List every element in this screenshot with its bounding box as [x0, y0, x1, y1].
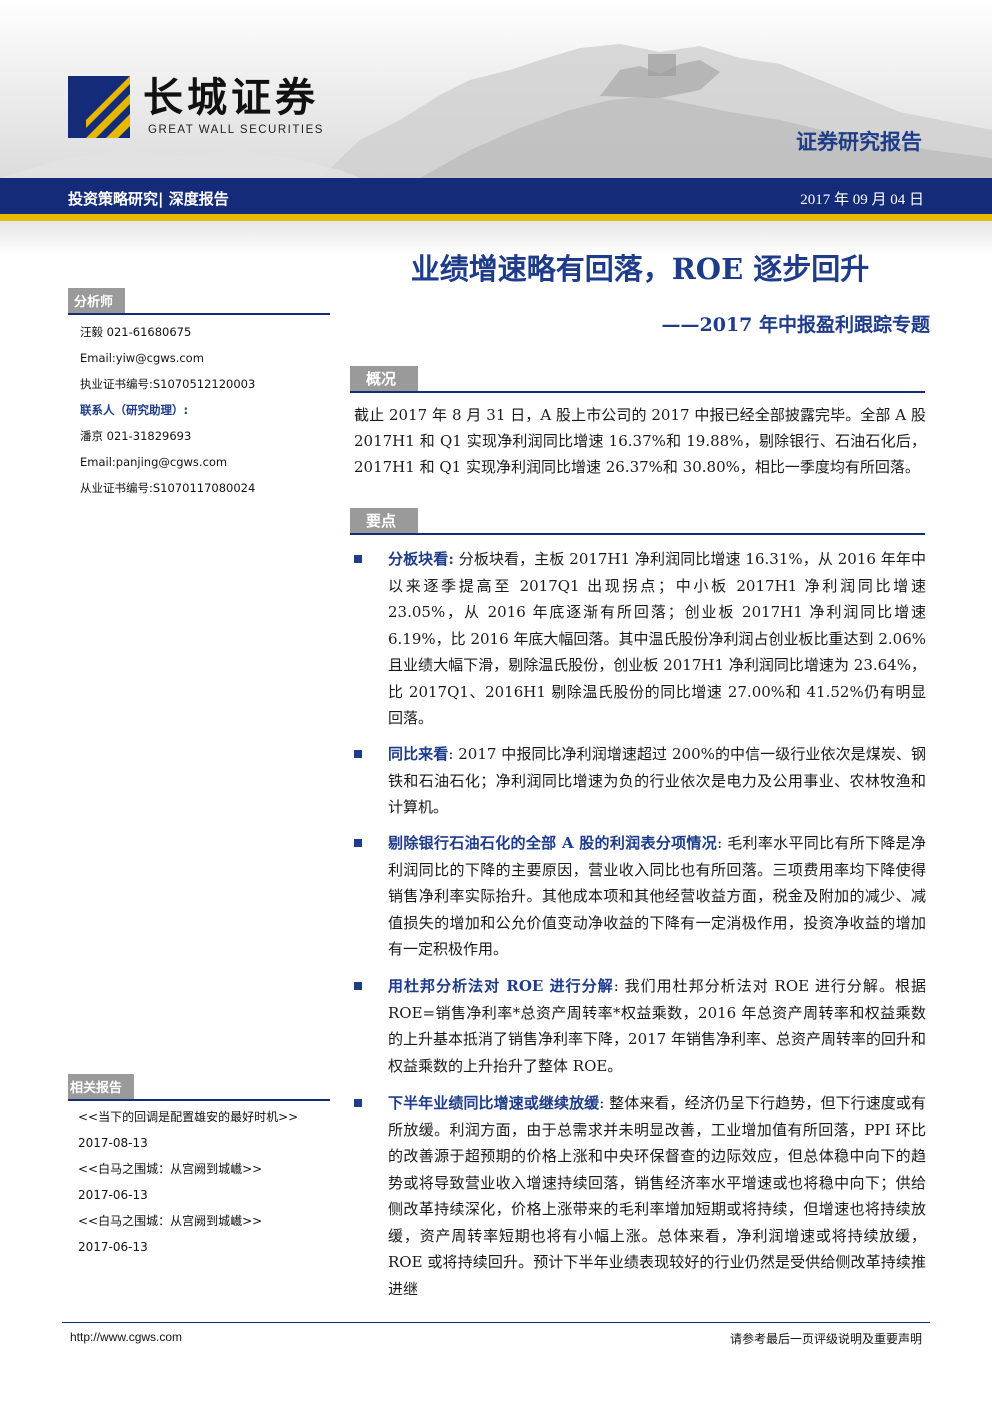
bullet-square-icon	[354, 982, 362, 990]
related-report-title[interactable]: <<当下的回调是配置雄安的最好时机>>	[78, 1110, 299, 1124]
report-date: 2017 年 09 月 04 日	[800, 192, 924, 208]
keypoints-label: 要点	[350, 508, 419, 533]
brand-name-en: GREAT WALL SECURITIES	[148, 124, 324, 136]
brand-name-cn: 长城证券	[143, 75, 319, 121]
contact-email[interactable]: Email:panjing@cgws.com	[80, 455, 228, 469]
related-report-date: 2017-06-13	[78, 1188, 148, 1202]
related-reports-heading: 相关报告	[68, 1074, 135, 1099]
keypoint-item: 分板块看: 分板块看，主板 2017H1 净利润同比增速 16.31%，从 20…	[354, 546, 926, 732]
keypoint-item: 同比来看: 2017 中报同比净利润增速超过 200%的中信一级行业依次是煤炭、…	[354, 741, 926, 821]
bullet-square-icon	[354, 1099, 362, 1107]
bullet-square-icon	[354, 839, 362, 847]
keypoint-text: 分板块看，主板 2017H1 净利润同比增速 16.31%，从 2016 年年中…	[388, 550, 926, 727]
overview-rule	[350, 391, 925, 393]
great-wall-mountain-image	[0, 44, 992, 178]
report-type-label: 证券研究报告	[796, 130, 922, 154]
overview-paragraph: 截止 2017 年 8 月 31 日，A 股上市公司的 2017 中报已经全部披…	[354, 406, 926, 476]
analyst-rule	[68, 313, 330, 315]
brand-logo-icon	[68, 76, 130, 138]
keypoint-lead: 下半年业绩同比增速或继续放缓	[388, 1094, 600, 1112]
analyst-name-phone: 汪毅 021-61680675	[80, 325, 192, 339]
analyst-section: 分析师 汪毅 021-61680675 Email:yiw@cgws.com 执…	[68, 288, 330, 505]
overview-label: 概况	[350, 366, 419, 391]
analyst-heading: 分析师	[68, 288, 126, 313]
footer-url-link[interactable]: http://www.cgws.com	[70, 1330, 183, 1344]
related-report-date: 2017-06-13	[78, 1240, 148, 1254]
analyst-cert: 执业证书编号:S1070512120003	[80, 377, 256, 391]
keypoint-item: 下半年业绩同比增速或继续放缓: 整体来看，经济仍呈下行趋势，但下行速度或有所放缓…	[354, 1090, 926, 1306]
footer-disclaimer: 请参考最后一页评级说明及重要声明	[729, 1332, 922, 1346]
keypoint-lead: 用杜邦分析法对 ROE 进行分解	[388, 977, 614, 995]
keypoint-text: : 整体来看，经济仍呈下行趋势，但下行速度或有所放缓。利润方面，由于总需求并未明…	[388, 1094, 926, 1298]
related-report-title[interactable]: <<白马之围城：从宫阙到城巇>>	[78, 1214, 263, 1228]
report-category: 投资策略研究| 深度报告	[68, 190, 229, 208]
keypoint-lead: 分板块看:	[388, 550, 454, 568]
gray-gradient-band	[0, 221, 992, 255]
related-report-date: 2017-08-13	[78, 1136, 148, 1150]
gold-divider	[0, 214, 992, 221]
category-bar	[0, 178, 992, 214]
related-report-title[interactable]: <<白马之围城：从宫阙到城巇>>	[78, 1162, 263, 1176]
contact-heading: 联系人（研究助理）:	[80, 403, 189, 417]
contact-name-phone: 潘京 021-31829693	[80, 429, 192, 443]
keypoints-rule	[350, 533, 925, 535]
bullet-square-icon	[354, 750, 362, 758]
keypoint-text: : 我们用杜邦分析法对 ROE 进行分解。根据 ROE=销售净利率*总资产周转率…	[388, 977, 926, 1075]
related-reports-list: <<当下的回调是配置雄安的最好时机>> 2017-08-13 <<白马之围城：从…	[68, 1107, 330, 1263]
analyst-email[interactable]: Email:yiw@cgws.com	[80, 351, 204, 365]
keypoint-text: : 2017 中报同比净利润增速超过 200%的中信一级行业依次是煤炭、钢铁和石…	[388, 745, 926, 816]
keypoint-lead: 同比来看	[388, 745, 449, 763]
keypoint-item: 用杜邦分析法对 ROE 进行分解: 我们用杜邦分析法对 ROE 进行分解。根据 …	[354, 973, 926, 1079]
footer-rule	[62, 1322, 930, 1323]
contact-cert: 从业证书编号:S1070117080024	[80, 481, 256, 495]
keypoint-lead: 剔除银行石油石化的全部 A 股的利润表分项情况	[388, 834, 718, 852]
report-title: 业绩增速略有回落，ROE 逐步回升	[410, 252, 870, 286]
keypoint-item: 剔除银行石油石化的全部 A 股的利润表分项情况: 毛利率水平同比有所下降是净利润…	[354, 830, 926, 963]
bullet-square-icon	[354, 555, 362, 563]
keypoint-text: : 毛利率水平同比有所下降是净利润同比的下降的主要原因，营业收入同比也有所回落。…	[388, 834, 927, 958]
related-reports-rule	[68, 1099, 330, 1101]
related-reports-section: 相关报告 <<当下的回调是配置雄安的最好时机>> 2017-08-13 <<白马…	[68, 1074, 330, 1263]
report-header: 长城证券 GREAT WALL SECURITIES 证券研究报告	[0, 0, 992, 178]
analyst-info: 汪毅 021-61680675 Email:yiw@cgws.com 执业证书编…	[68, 323, 330, 505]
overview-header: 概况	[350, 366, 925, 393]
report-subtitle: ——2017 年中报盈利跟踪专题	[661, 314, 931, 336]
keypoints-header: 要点	[350, 508, 925, 535]
